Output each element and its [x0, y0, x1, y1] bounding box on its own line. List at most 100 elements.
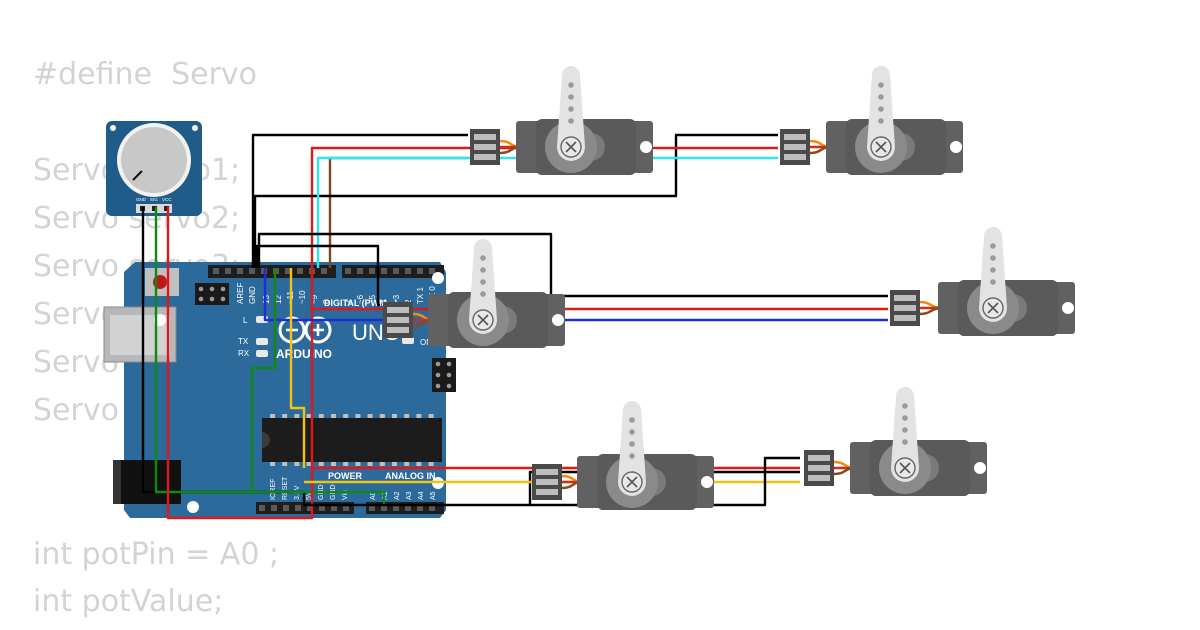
horn-hole: [568, 106, 574, 112]
code-line: #define Servo: [33, 57, 258, 92]
connector-pin: [894, 305, 916, 311]
header-pin[interactable]: [381, 505, 387, 511]
horn-hole: [902, 439, 908, 445]
chip-leg: [355, 462, 361, 466]
atmega-chip: [262, 418, 442, 462]
pot-pin: [164, 206, 169, 211]
chip-leg: [294, 462, 300, 466]
icsp-header-top: [195, 283, 229, 305]
header-pin[interactable]: [213, 268, 219, 274]
pot-knob[interactable]: [121, 127, 187, 193]
header-pin[interactable]: [297, 268, 303, 274]
digital-label: DIGITAL (PWM ~): [324, 298, 397, 308]
led-l-label: L: [243, 316, 248, 325]
servo-screw-slot: [899, 462, 911, 474]
connector-pin: [894, 315, 916, 321]
header-pin[interactable]: [259, 505, 265, 511]
potentiometer-module[interactable]: GND SIG VCC: [106, 121, 202, 216]
header-pin[interactable]: [343, 505, 349, 511]
wire-signal-servo1: [328, 156, 468, 268]
header-pin[interactable]: [393, 505, 399, 511]
servo-motor[interactable]: [383, 239, 565, 348]
horn-hole: [629, 453, 635, 459]
servo-screw-slot: [626, 476, 638, 488]
chip-leg: [379, 462, 385, 466]
servos: [383, 66, 1075, 510]
chip-leg: [404, 414, 410, 418]
servo-motor[interactable]: [890, 227, 1075, 336]
horn-hole: [480, 279, 486, 285]
header-pin[interactable]: [331, 505, 337, 511]
header-pin[interactable]: [225, 268, 231, 274]
servo-motor[interactable]: [470, 66, 653, 175]
header-pin[interactable]: [357, 268, 363, 274]
servo-motor[interactable]: [780, 66, 963, 175]
connector-pin: [808, 475, 830, 481]
header-pin[interactable]: [369, 505, 375, 511]
chip-leg: [306, 462, 312, 466]
servo-horn: [867, 66, 895, 161]
chip-leg: [282, 414, 288, 418]
chip-leg: [294, 414, 300, 418]
chip-leg: [270, 462, 275, 466]
led-rx-label: RX: [238, 349, 250, 358]
header-pin[interactable]: [237, 268, 243, 274]
power-pin-label: IOREF: [270, 479, 277, 500]
pot-hole: [192, 125, 198, 131]
header-pin[interactable]: [249, 268, 255, 274]
horn-hole: [629, 441, 635, 447]
chip-leg: [392, 414, 397, 418]
header-pin[interactable]: [429, 505, 435, 511]
led-tx-label: TX: [238, 337, 249, 346]
servo-mount-hole: [701, 476, 713, 488]
analog-label: ANALOG IN: [385, 471, 436, 481]
led-on: [402, 337, 414, 344]
header-pin[interactable]: [417, 268, 423, 274]
header-pin[interactable]: [417, 505, 423, 511]
servo-horn: [557, 66, 585, 161]
analog-pin-label: A3: [406, 491, 413, 500]
header-pin[interactable]: [283, 505, 289, 511]
header-pin[interactable]: [369, 268, 375, 274]
header-label: 7: [344, 299, 353, 304]
connector-pin: [387, 327, 409, 333]
wire-vcc-servo1: [310, 146, 468, 268]
header-pin[interactable]: [321, 268, 327, 274]
header-pin[interactable]: [295, 505, 301, 511]
led-on-label: ON: [420, 338, 432, 347]
connector-pin: [387, 307, 409, 313]
connector-pin: [808, 465, 830, 471]
header-pin[interactable]: [405, 505, 411, 511]
connector-pin: [784, 134, 806, 140]
pot-pin-label: GND: [136, 197, 147, 202]
horn-hole: [990, 267, 996, 273]
header-pin[interactable]: [345, 268, 351, 274]
servo-mount-hole: [950, 141, 962, 153]
header-pin[interactable]: [307, 505, 313, 511]
pot-pin-label: SIG: [150, 197, 158, 202]
chip-leg: [392, 462, 397, 466]
header-pin[interactable]: [381, 268, 387, 274]
servo-motor[interactable]: [804, 387, 987, 496]
code-line: int potValue;: [33, 584, 224, 619]
wire-pot-sig: [154, 207, 386, 505]
pot-pin-label: VCC: [162, 197, 172, 202]
connector-pin: [784, 144, 806, 150]
horn-hole: [480, 267, 486, 273]
power-pin-label: RESET: [282, 476, 289, 500]
icsp-header-right: [432, 358, 456, 392]
header-pin[interactable]: [405, 268, 411, 274]
arduino-logo-text: ARDUINO: [276, 347, 332, 361]
horn-hole: [902, 403, 908, 409]
header-pin[interactable]: [393, 268, 399, 274]
header-pin[interactable]: [271, 505, 277, 511]
servo-mount-hole: [974, 462, 986, 474]
horn-hole: [878, 118, 884, 124]
header-label: ~9: [310, 294, 319, 304]
pot-pin: [152, 206, 157, 211]
header-pin[interactable]: [429, 268, 435, 274]
header-pin[interactable]: [319, 505, 325, 511]
header-pin[interactable]: [285, 268, 291, 274]
servo-motor[interactable]: [532, 401, 714, 510]
